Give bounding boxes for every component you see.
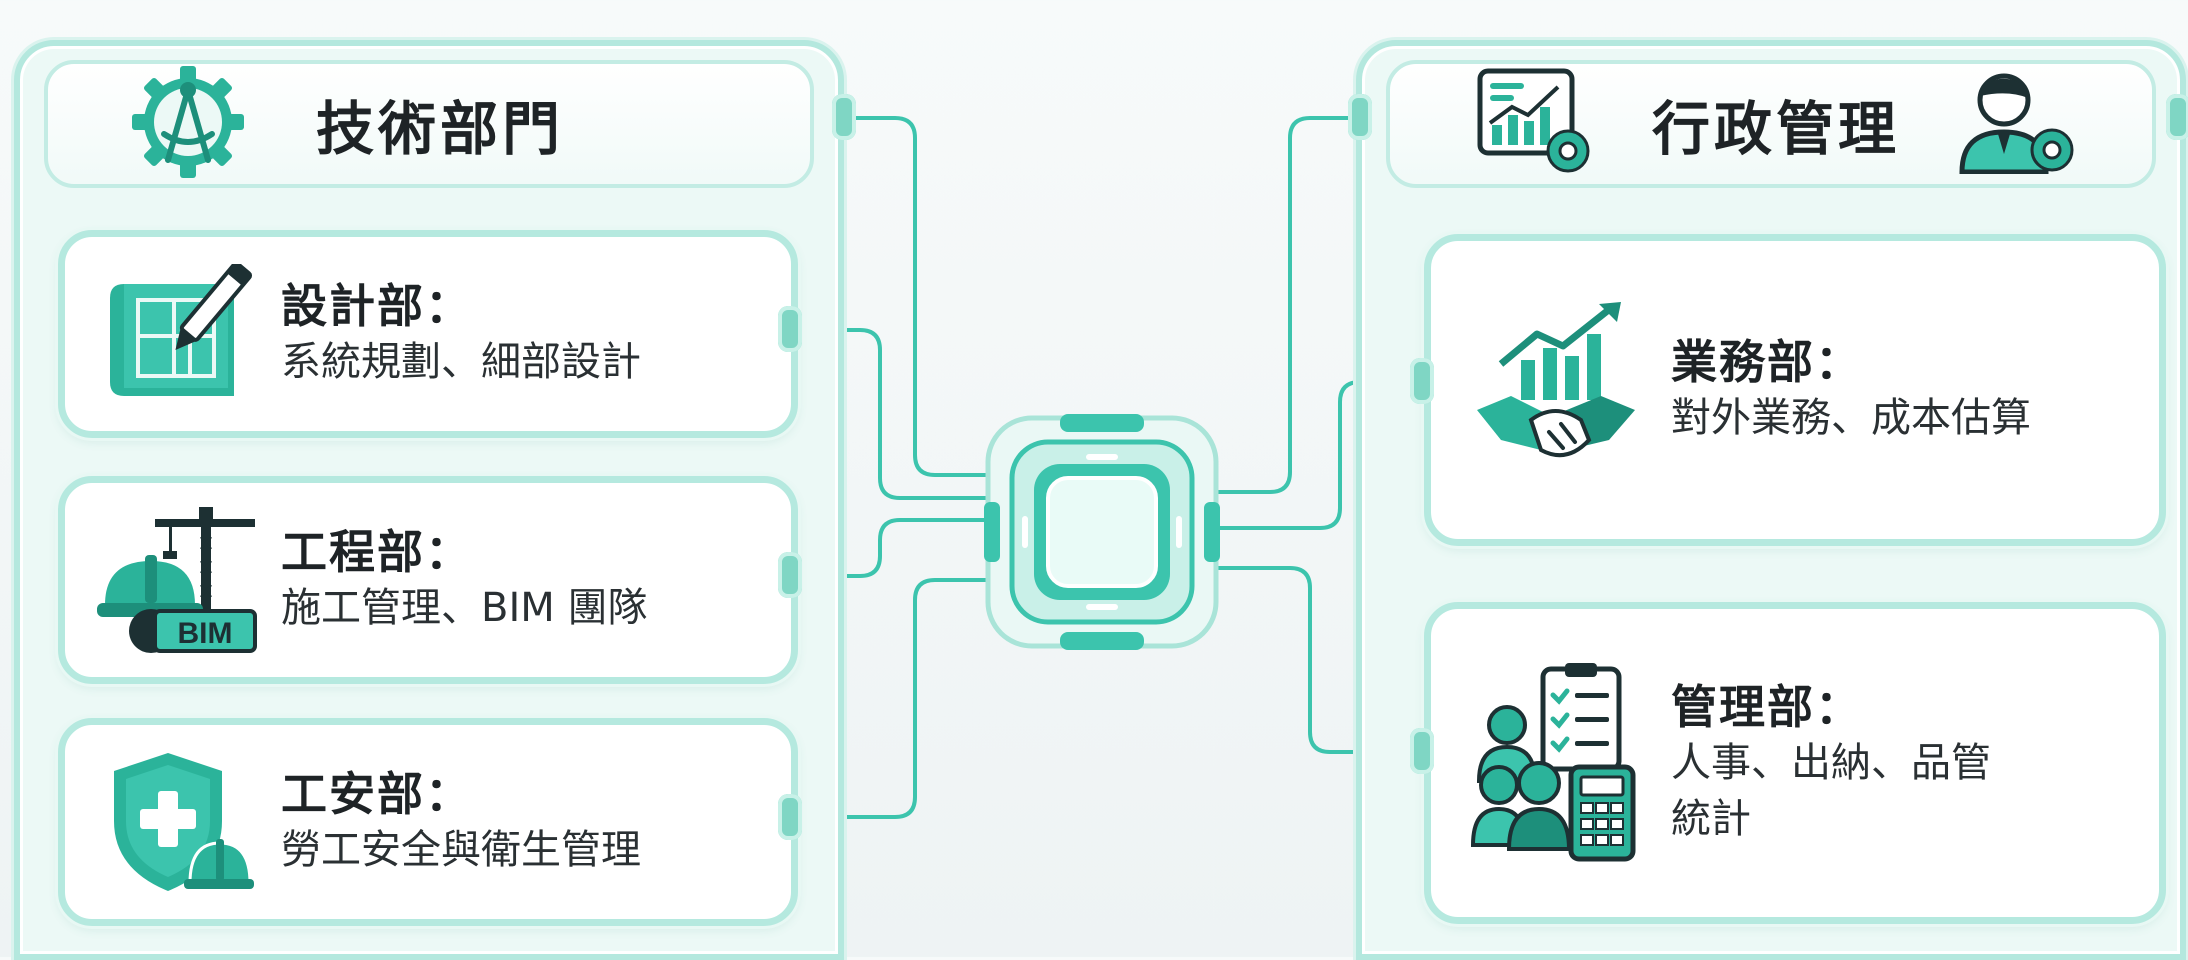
card-business-text: 業務部： 對外業務、成本估算 (1671, 334, 2031, 445)
card-title: 業務部： (1671, 334, 1863, 389)
port-right-edge (2166, 94, 2188, 140)
card-design-department[interactable]: 設計部： 系統規劃、細部設計 (58, 230, 798, 438)
connector-business (1216, 380, 1426, 530)
card-title: 管理部： (1671, 679, 1863, 734)
card-description: 系統規劃、細部設計 (281, 339, 641, 386)
card-description: 施工管理、BIM 團隊 (281, 585, 648, 632)
port-safety (778, 794, 802, 840)
port-right-header (1348, 94, 1372, 140)
panel-title-technical: 技術部門 (316, 95, 565, 163)
technical-department-panel: 技術部門 設計部： 系統規劃、細部設 (14, 40, 844, 960)
card-engineering-department[interactable]: BIM 工程部： 施工管理、BIM 團隊 (58, 476, 798, 684)
card-description: 人事、出納、品管 (1671, 740, 1991, 787)
connector-engineering (788, 518, 992, 578)
card-management-text: 管理部： 人事、出納、品管 統計 (1671, 679, 1991, 846)
chart-gear-icon (1476, 67, 1594, 181)
card-description: 對外業務、成本估算 (1671, 395, 2031, 442)
handshake-growth-icon (1471, 300, 1641, 480)
card-engineering-text: 工程部： 施工管理、BIM 團隊 (281, 524, 648, 635)
port-business (1410, 358, 1434, 404)
card-safety-text: 工安部： 勞工安全與衛生管理 (281, 766, 641, 877)
connector-header-left (844, 116, 992, 477)
port-left-header (832, 94, 856, 140)
central-hub-icon (984, 414, 1220, 650)
panel-header-administration: 行政管理 (1386, 60, 2156, 188)
card-description: 勞工安全與衛生管理 (281, 827, 641, 874)
compass-gear-icon (126, 60, 250, 188)
team-clipboard-calculator-icon (1471, 663, 1641, 863)
shield-cross-hardhat-icon (99, 747, 259, 897)
card-management-department[interactable]: 管理部： 人事、出納、品管 統計 (1424, 602, 2166, 924)
card-description-line-2: 統計 (1671, 796, 1751, 843)
card-safety-department[interactable]: 工安部： 勞工安全與衛生管理 (58, 718, 798, 926)
blueprint-pencil-icon (99, 264, 259, 404)
bim-label: BIM (178, 617, 233, 650)
panel-header-technical: 技術部門 (44, 60, 814, 188)
card-title: 工安部： (281, 766, 473, 821)
administration-panel: 行政管理 (1356, 40, 2186, 960)
port-management (1410, 728, 1434, 774)
port-design (778, 306, 802, 352)
crane-hardhat-bim-icon: BIM (93, 505, 263, 655)
port-engineering (778, 552, 802, 598)
card-title: 工程部： (281, 524, 473, 579)
connector-safety (788, 578, 992, 819)
panel-title-administration: 行政管理 (1652, 95, 1901, 163)
card-title: 設計部： (281, 278, 473, 333)
person-gear-icon (1958, 70, 2078, 178)
card-design-text: 設計部： 系統規劃、細部設計 (281, 278, 641, 389)
connector-management (1216, 566, 1426, 754)
connector-header-right (1216, 116, 1356, 494)
card-business-department[interactable]: 業務部： 對外業務、成本估算 (1424, 234, 2166, 546)
connector-design (788, 328, 992, 500)
